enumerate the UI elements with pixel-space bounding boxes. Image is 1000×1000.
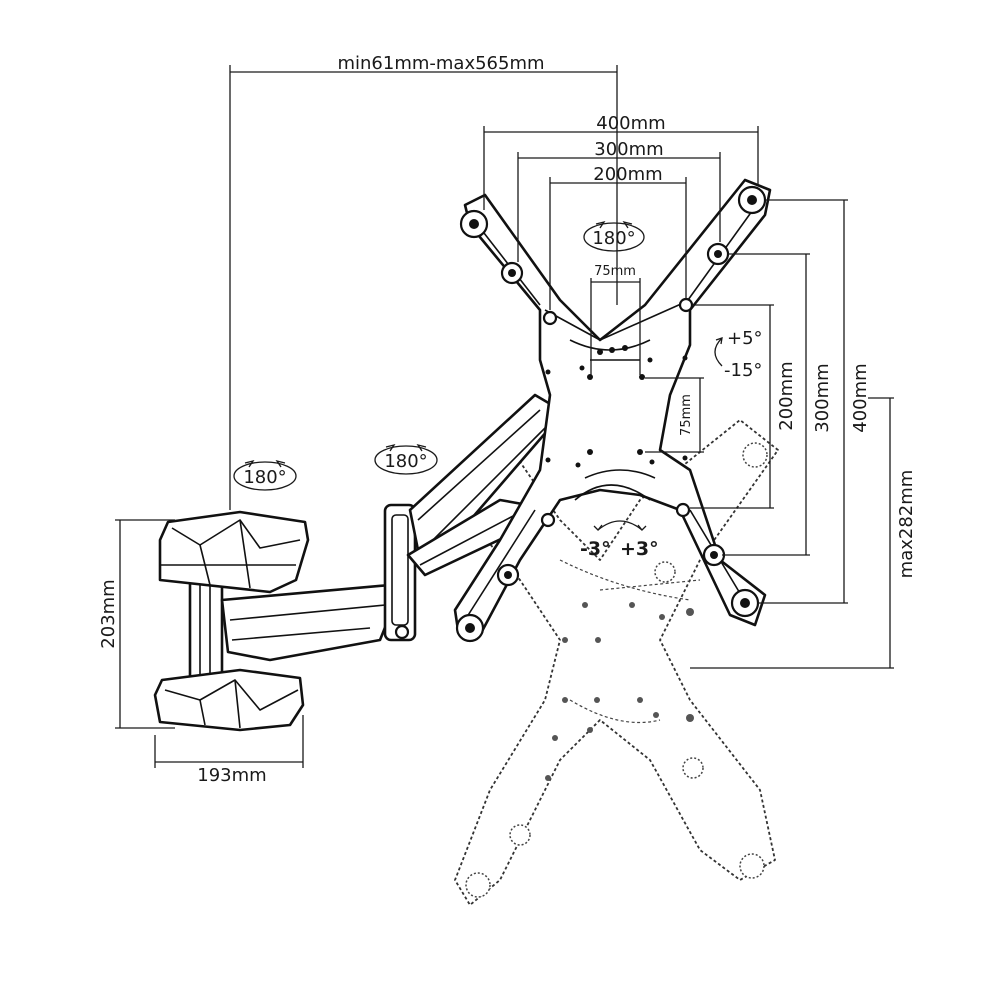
label-level-plus: +3° — [620, 538, 659, 560]
label-hole-400-h: 400mm — [596, 113, 665, 134]
label-hole-200-h: 200mm — [593, 164, 662, 185]
mount-hole-200-br — [675, 502, 691, 518]
label-hole-300-h: 300mm — [594, 139, 663, 160]
mount-hole-200-bl — [540, 512, 556, 528]
rotation-indicators — [233, 220, 723, 531]
mount-hole-300-bl — [496, 563, 520, 587]
label-hole-200-v: 200mm — [776, 361, 797, 430]
mount-hole-400-bl — [455, 613, 485, 643]
mount-hole-200-tr — [678, 297, 694, 313]
label-swivel-arm: 180° — [384, 451, 427, 472]
mount-hole-200-tl — [542, 310, 558, 326]
mount-hole-400-br — [730, 588, 760, 618]
swivel-wall-ring — [233, 461, 297, 491]
label-hole-75-h: 75mm — [594, 264, 636, 279]
mount-hole-400-tr — [737, 185, 767, 215]
label-tilt-down: -15° — [724, 360, 762, 381]
wall-plate — [153, 510, 310, 732]
swivel-plate-ring — [583, 222, 645, 252]
mount-hole-300-tr — [706, 242, 730, 266]
mount-hole-400-tl — [459, 209, 489, 239]
label-tilt-up: +5° — [727, 328, 763, 349]
label-wall-plate-height: 203mm — [98, 579, 119, 648]
label-hole-75-v: 75mm — [679, 394, 694, 436]
level-arc — [597, 520, 643, 531]
vesa-plate — [453, 178, 772, 643]
lower-arm — [220, 503, 417, 662]
label-hole-400-v: 400mm — [850, 363, 871, 432]
label-max-height: max282mm — [896, 470, 917, 579]
mount-hole-300-br — [702, 543, 726, 567]
mount-hole-300-tl — [500, 261, 524, 285]
label-hole-300-v: 300mm — [812, 363, 833, 432]
label-arm-extension: min61mm-max565mm — [337, 53, 544, 74]
label-level-minus: -3° — [580, 538, 611, 560]
label-swivel-plate: 180° — [592, 228, 635, 249]
label-wall-plate-width: 193mm — [197, 765, 266, 786]
swivel-arm-ring — [374, 445, 438, 475]
label-swivel-wall: 180° — [243, 467, 286, 488]
tilt-arc — [714, 337, 723, 367]
upper-arm — [406, 393, 554, 577]
dimension-lines — [115, 65, 894, 768]
